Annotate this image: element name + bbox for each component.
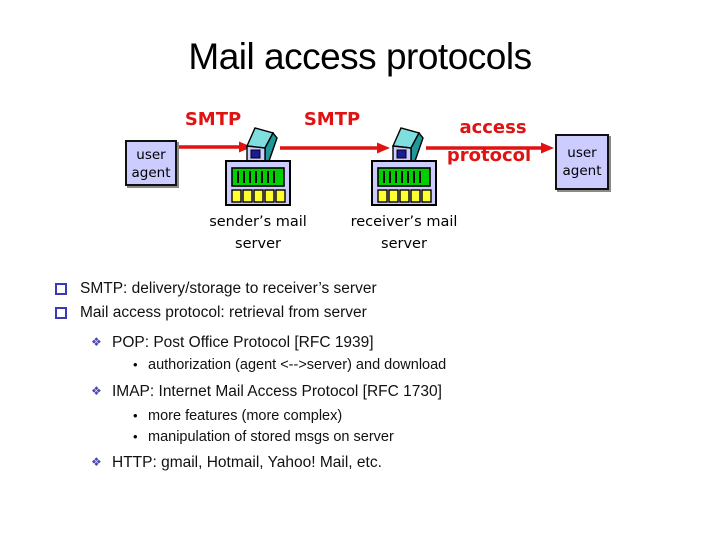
user-agent-label: user <box>567 145 597 161</box>
server-body <box>371 160 437 206</box>
server-tower-icon <box>391 127 424 162</box>
page-title: Mail access protocols <box>188 36 532 77</box>
dot-bullet-icon: • <box>133 357 138 372</box>
access-protocol-label: protocol <box>446 145 532 166</box>
square-bullet-icon <box>55 307 67 319</box>
bullet-item: ❖ POP: Post Office Protocol [RFC 1939] <box>0 334 720 356</box>
bullet-text: Mail access protocol: retrieval from ser… <box>80 304 367 321</box>
bullet-item: • more features (more complex) <box>0 408 720 430</box>
bullet-text: IMAP: Internet Mail Access Protocol [RFC… <box>112 383 442 400</box>
bullet-item: Mail access protocol: retrieval from ser… <box>0 304 720 326</box>
diamond-bullet-icon: ❖ <box>91 455 102 469</box>
server-tower-icon <box>245 127 278 162</box>
user-agent-label: user <box>136 147 166 163</box>
receiver-server-label: receiver’s mail server <box>350 214 458 252</box>
bullet-item: ❖ HTTP: gmail, Hotmail, Yahoo! Mail, etc. <box>0 454 720 476</box>
bullet-text: POP: Post Office Protocol [RFC 1939] <box>112 334 374 351</box>
diamond-bullet-icon: ❖ <box>91 384 102 398</box>
bullet-item: ❖ IMAP: Internet Mail Access Protocol [RF… <box>0 383 720 405</box>
diamond-bullet-icon: ❖ <box>91 335 102 349</box>
user-agent-box-left: user agent <box>125 140 177 186</box>
server-body <box>225 160 291 206</box>
square-bullet-icon <box>55 283 67 295</box>
bullet-text: manipulation of stored msgs on server <box>148 429 394 445</box>
bullet-text: SMTP: delivery/storage to receiver’s ser… <box>80 280 377 297</box>
smtp-label-2: SMTP <box>303 109 361 130</box>
access-protocol-label: access <box>459 117 527 138</box>
sender-server-label: sender’s mail server <box>209 214 307 252</box>
mail-server-icon-sender <box>225 127 291 206</box>
user-agent-label: agent <box>131 165 171 181</box>
bullet-item: • authorization (agent <-->server) and do… <box>0 357 720 379</box>
bullet-text: HTTP: gmail, Hotmail, Yahoo! Mail, etc. <box>112 454 382 471</box>
dot-bullet-icon: • <box>133 408 138 423</box>
bullet-text: authorization (agent <-->server) and dow… <box>148 357 447 373</box>
smtp-label-1: SMTP <box>184 109 242 130</box>
bullet-item: • manipulation of stored msgs on server <box>0 429 720 451</box>
user-agent-box-right: user agent <box>555 134 609 190</box>
bullet-item: SMTP: delivery/storage to receiver’s ser… <box>0 280 720 302</box>
user-agent-label: agent <box>562 163 602 179</box>
bullet-text: more features (more complex) <box>148 408 343 424</box>
mail-server-icon-receiver <box>371 127 437 206</box>
dot-bullet-icon: • <box>133 429 138 444</box>
